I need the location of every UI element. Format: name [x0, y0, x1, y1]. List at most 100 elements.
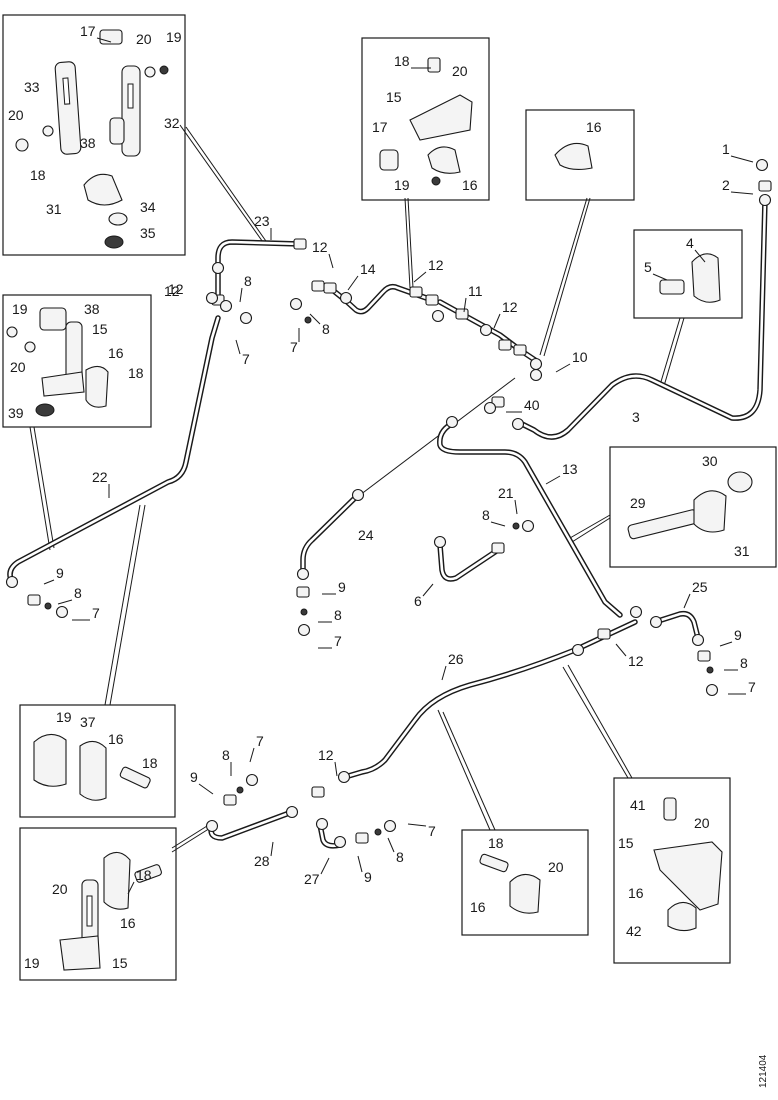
- callout-c11: 11: [468, 283, 483, 299]
- callout-c14: 14: [360, 261, 376, 277]
- pipe-25: [652, 610, 701, 641]
- pipe-nut: [483, 401, 497, 415]
- pipe-6: [437, 542, 501, 582]
- callout-c12e: 12: [502, 299, 518, 315]
- detail-frame-clamp-29: [609, 446, 777, 568]
- callout-c8c: 8: [482, 507, 490, 523]
- callout-c12d: 12: [428, 257, 444, 273]
- callout-leader-c1: [730, 155, 754, 163]
- pipe-union: [296, 586, 310, 598]
- bolt-18: [134, 864, 162, 883]
- callout-leader-c12d: [413, 271, 427, 283]
- callout-c7b: 7: [290, 339, 298, 355]
- pipe-nut: [337, 770, 351, 784]
- callout-c18f: 18: [488, 835, 504, 851]
- pipe-nut: [205, 291, 219, 305]
- callout-c16g: 16: [628, 885, 644, 901]
- callout-c37: 37: [80, 714, 96, 730]
- detail-frame-bracket-top-left: [2, 14, 186, 256]
- pipe-fittings: [5, 158, 772, 849]
- pipe-nut: [297, 623, 311, 637]
- callout-c20f: 20: [548, 859, 564, 875]
- pipe-14: [327, 283, 435, 315]
- pipe-nut: [289, 297, 303, 311]
- callout-c8h: 8: [396, 849, 404, 865]
- detail-frame-clamp-4: [633, 229, 743, 319]
- callout-c8d: 8: [334, 607, 342, 623]
- callout-c12a: 12: [168, 281, 184, 297]
- pipe-union: [223, 794, 237, 806]
- clamp-31: [693, 490, 727, 533]
- pipe-union: [323, 282, 337, 294]
- callout-c16d: 16: [108, 731, 124, 747]
- callout-leader-c7g: [407, 823, 427, 827]
- clamp-16: [79, 740, 107, 801]
- callout-c19d: 19: [56, 709, 72, 725]
- bracket-15: [409, 94, 473, 141]
- detail-frames: [2, 14, 777, 981]
- pipe-nut: [445, 415, 459, 429]
- brake-pipes: [7, 197, 768, 849]
- detail-frame-bracket-bottom-left: [19, 827, 177, 981]
- pipe-nut: [479, 323, 493, 337]
- callout-c8b: 8: [322, 321, 330, 337]
- pipe-nut: [433, 535, 447, 549]
- callout-c4: 4: [686, 235, 694, 251]
- callout-c20g: 20: [694, 815, 710, 831]
- callout-leader-c12f: [615, 643, 627, 657]
- bolt-18: [479, 853, 509, 873]
- callout-c35: 35: [140, 225, 156, 241]
- callout-c27: 27: [304, 871, 320, 887]
- callout-leader-c5: [652, 273, 668, 281]
- callout-c31b: 31: [734, 543, 750, 559]
- callout-leader-c2: [730, 191, 754, 195]
- callout-c21: 21: [498, 485, 514, 501]
- callout-c18b: 18: [394, 53, 410, 69]
- callout-leader-c8e: [57, 599, 73, 605]
- callout-leader-c9b: [43, 579, 55, 585]
- spacer-30: [727, 471, 753, 493]
- pipe-nut: [219, 299, 233, 313]
- bolt-18: [119, 766, 151, 789]
- callout-c12b: 12: [312, 239, 328, 255]
- detail-frame-bracket-bottom-right: [613, 777, 731, 964]
- callout-c34: 34: [140, 199, 156, 215]
- callout-c7a: 7: [242, 351, 250, 367]
- callout-leader-c8b: [309, 313, 321, 325]
- callout-leader-c13: [545, 475, 561, 485]
- callout-c19a: 19: [166, 29, 182, 45]
- drawing-reference-number: 121404: [758, 1054, 769, 1088]
- pipe-nut: [351, 488, 365, 502]
- callout-c40: 40: [524, 397, 540, 413]
- callout-leader-c8h: [387, 837, 395, 853]
- bolt-38: [39, 307, 67, 331]
- callout-leader-c10: [555, 363, 571, 373]
- pipe-nut: [511, 417, 525, 431]
- callout-c15b: 15: [92, 321, 108, 337]
- callout-c25: 25: [692, 579, 708, 595]
- pipe-union: [27, 594, 41, 606]
- callout-c31a: 31: [46, 201, 62, 217]
- callout-c17b: 17: [372, 119, 388, 135]
- callout-leader-c7f: [249, 747, 255, 763]
- callout-c9e: 9: [364, 869, 372, 885]
- pipe-union: [311, 280, 325, 292]
- pipe-24: [300, 492, 361, 575]
- callout-c12c: 12: [164, 283, 180, 299]
- callout-c16f: 16: [470, 899, 486, 915]
- callout-leader-c12b: [328, 253, 334, 269]
- seal-washer: [374, 828, 382, 836]
- callout-c7e: 7: [748, 679, 756, 695]
- callout-c30: 30: [702, 453, 718, 469]
- pipe-26: [342, 619, 638, 780]
- callout-c20d: 20: [10, 359, 26, 375]
- callout-c18d: 18: [142, 755, 158, 771]
- callout-c32: 32: [164, 115, 180, 131]
- detail-frame-bracket-top-center: [361, 37, 490, 201]
- callout-c8e: 8: [74, 585, 82, 601]
- pipe-union: [697, 650, 711, 662]
- callout-c8f: 8: [740, 655, 748, 671]
- callout-c19e: 19: [24, 955, 40, 971]
- callout-c10: 10: [572, 349, 588, 365]
- callout-c17a: 17: [80, 23, 96, 39]
